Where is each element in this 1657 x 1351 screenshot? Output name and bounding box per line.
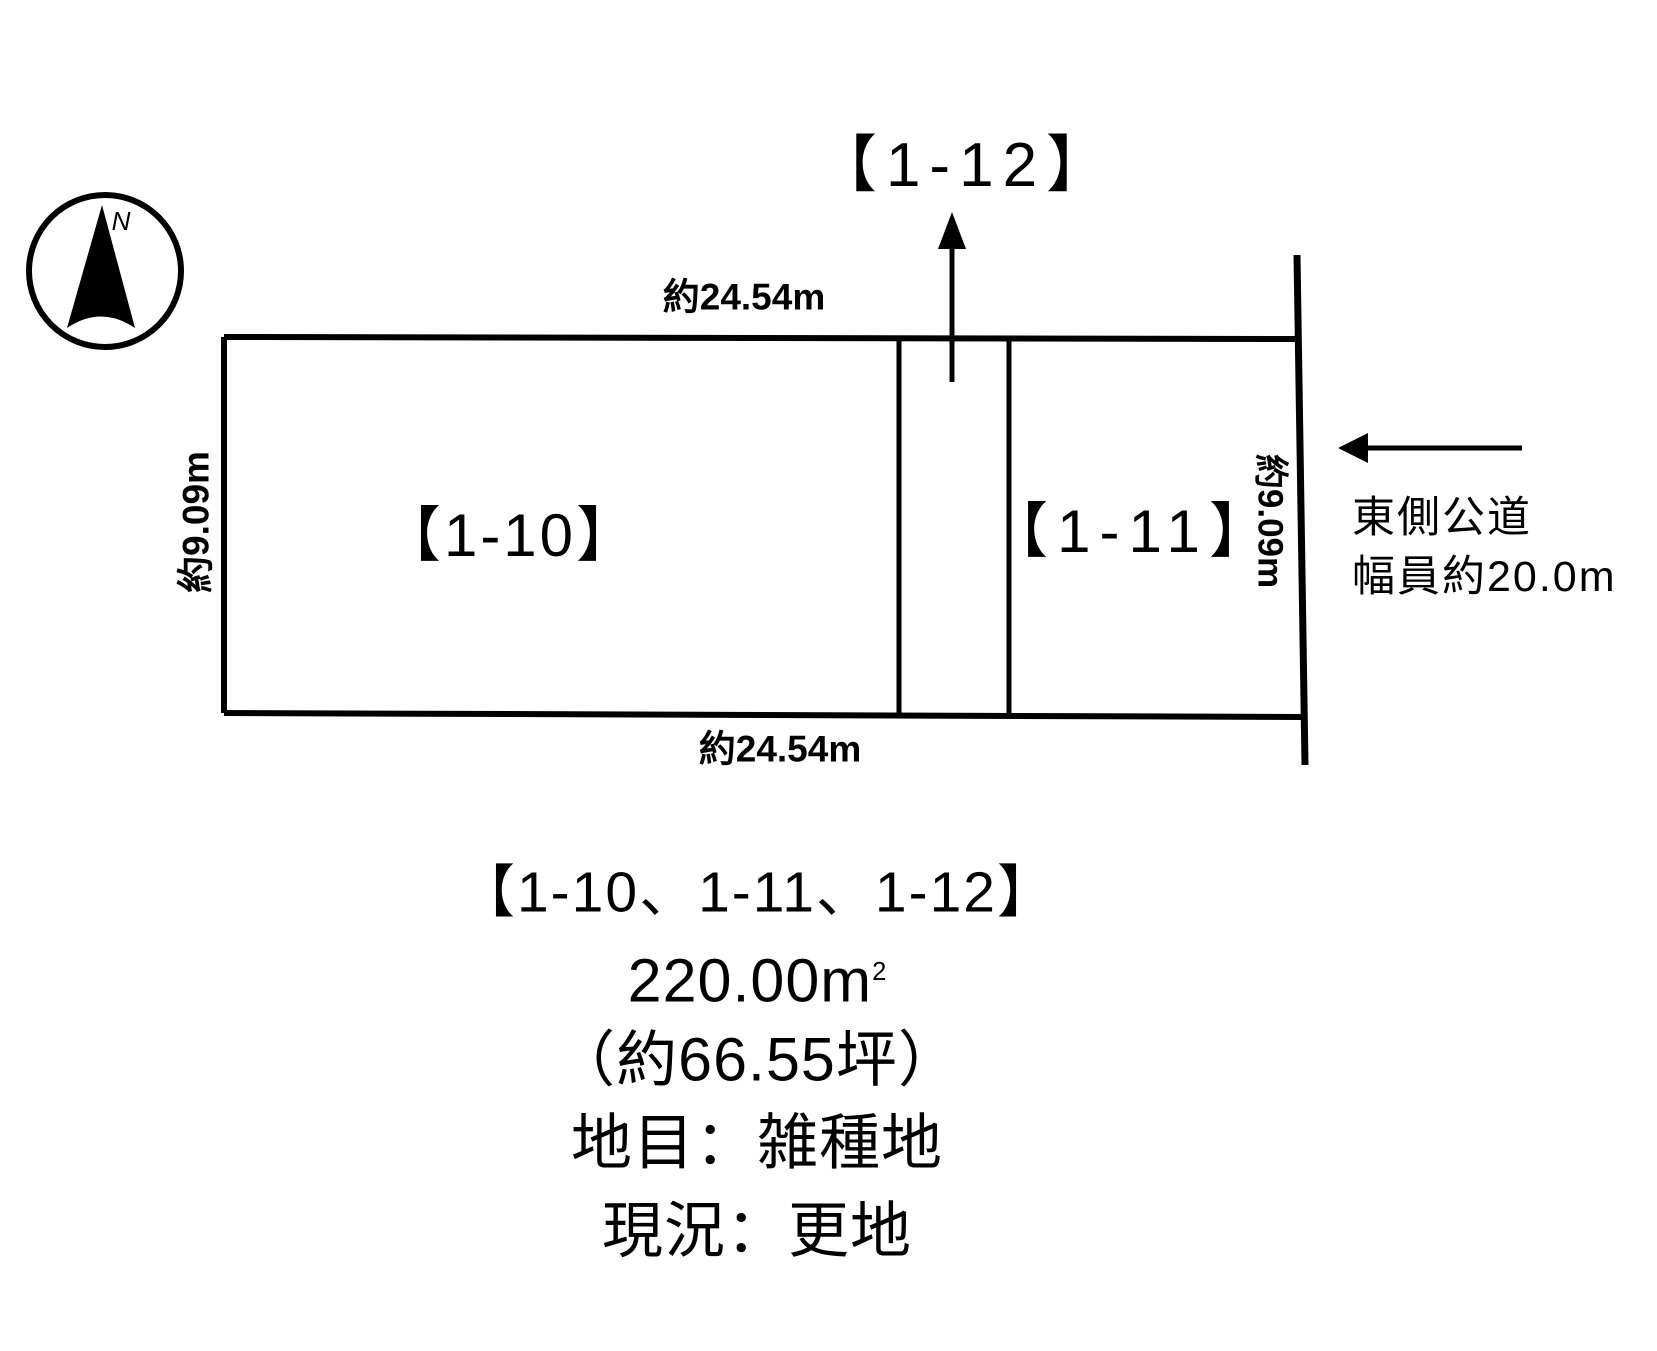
parcel-112-arrow-head-icon [938, 212, 966, 249]
road-boundary-line [1293, 254, 1309, 766]
summary-area-tsubo: （約66.55坪） [554, 1025, 960, 1094]
parcel-111-label: 【1-11】 [988, 498, 1278, 565]
summary-area-sqm-superscript: 2 [872, 958, 887, 987]
dimension-top-label: 約24.54m [662, 276, 826, 318]
compass-circle-icon [26, 192, 184, 350]
summary-current-state: 現況：更地 [601, 1196, 913, 1265]
parcel-110-label: 【1-10】 [380, 502, 640, 569]
dimension-left-label: 約9.09m [175, 451, 217, 593]
parcel-112-label: 【1-12】 [814, 131, 1118, 200]
summary-area-sqm: 220.00m2 [628, 950, 887, 1012]
road-width-label: 幅員約20.0m [1352, 553, 1617, 601]
road-name-label: 東側公道 [1352, 494, 1532, 542]
dimension-bottom-label: 約24.54m [698, 728, 862, 770]
parcel-top-edge [223, 334, 1300, 342]
summary-parcel-numbers: 【1-10、1-11、1-12】 [457, 860, 1057, 925]
road-arrow-head-icon [1338, 433, 1368, 463]
summary-area-sqm-value: 220.00m [627, 946, 873, 1015]
dimension-right-label: 約9.09m [1250, 453, 1290, 589]
parcel-bottom-edge [223, 710, 1303, 720]
compass-needle-icon [67, 205, 135, 328]
summary-land-category: 地目：雑種地 [570, 1108, 944, 1177]
compass-north-label: N [111, 206, 131, 236]
